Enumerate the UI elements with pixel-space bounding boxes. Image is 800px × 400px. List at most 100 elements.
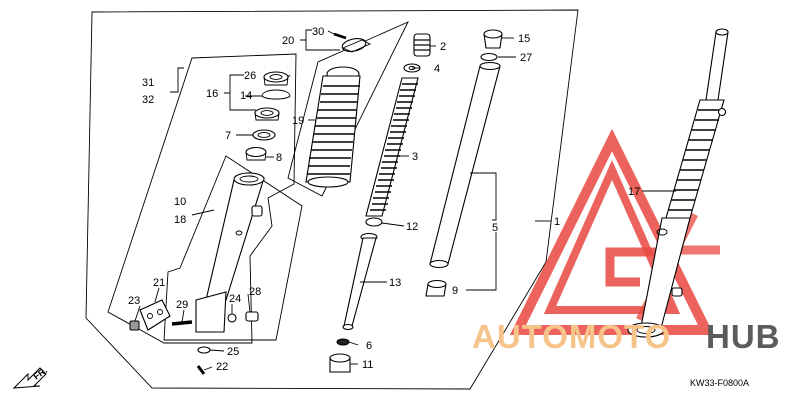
washer-24 <box>227 313 237 323</box>
callout-11: 11 <box>362 359 373 371</box>
slider-10-top <box>233 172 265 186</box>
assembled-fork-cap <box>715 28 729 36</box>
spring-3-body <box>365 77 419 217</box>
callout-14: 14 <box>240 90 252 102</box>
bushing-8-body <box>245 151 267 161</box>
callout-1: 1 <box>554 216 560 228</box>
ring-7 <box>252 129 276 141</box>
callout-2: 2 <box>440 41 446 53</box>
bushing-9-top <box>427 279 447 289</box>
seal-16 <box>254 107 280 119</box>
cap-bolt-15-top <box>483 29 503 39</box>
callout-5: 5 <box>492 222 498 234</box>
bracket-30-20 <box>300 29 340 51</box>
callout-20: 20 <box>282 35 294 47</box>
seal-16-inner <box>260 110 274 116</box>
screw-30 <box>333 32 347 40</box>
callout-12: 12 <box>406 221 418 233</box>
fork-pipe-5 <box>429 65 501 265</box>
direction-indicator: FR. <box>12 365 49 389</box>
dust-seal-26 <box>263 71 289 83</box>
callout-10: 10 <box>174 196 186 208</box>
ring-6 <box>336 338 350 346</box>
callout-26: 26 <box>244 70 256 82</box>
piece-11-top <box>329 353 351 363</box>
callout-9: 9 <box>452 285 458 297</box>
callout-16: 16 <box>206 88 218 100</box>
slider-10-foot <box>195 291 227 333</box>
callout-8: 8 <box>276 152 282 164</box>
bolt-29 <box>171 320 193 326</box>
boot-bottom-rim <box>307 176 349 188</box>
fork-boot <box>305 66 361 188</box>
callout-21: 21 <box>153 277 165 289</box>
ring-7-inner <box>257 132 271 138</box>
caliper-21 <box>139 299 171 331</box>
part-clip-group <box>300 29 372 53</box>
assembled-fork-lug-hole <box>656 228 668 236</box>
fork-pipe-5-bottom <box>429 259 449 269</box>
bracket-16 <box>224 74 256 111</box>
watermark-hub-text: HUB <box>706 318 781 355</box>
assembled-fork-top-tube <box>705 31 729 101</box>
slider-10-hole <box>235 230 243 236</box>
assembled-fork <box>627 28 729 338</box>
ring-12 <box>365 217 383 227</box>
callout-4: 4 <box>434 63 440 75</box>
boot-ribs <box>307 85 360 175</box>
assembled-fork-bolt <box>671 287 683 297</box>
o-ring-27 <box>480 52 498 62</box>
fork-pipe-group <box>425 29 503 297</box>
clip-14 <box>261 89 291 100</box>
outer-frame <box>85 9 579 390</box>
seal-16-body <box>254 112 280 121</box>
watermark-triangle-inner <box>543 160 681 314</box>
slider-10-body <box>205 177 265 301</box>
callout-numbers: 30 20 2 15 27 4 31 32 26 16 14 19 7 8 3 … <box>128 26 640 373</box>
callout-17: 17 <box>628 186 640 198</box>
watermark-g-mark <box>605 247 660 287</box>
callout-22: 22 <box>216 361 228 373</box>
washer-25 <box>197 346 211 354</box>
boot-frame <box>287 21 409 197</box>
callout-19: 19 <box>292 115 304 127</box>
damper-rod-13-end <box>342 323 354 331</box>
damper-rod-group <box>329 217 383 373</box>
seal-kit-group <box>224 71 291 161</box>
group-frames <box>85 9 579 390</box>
callout-27: 27 <box>520 52 532 64</box>
slider-group <box>129 172 265 375</box>
fr-arrow-icon <box>12 367 47 389</box>
assembled-fork-axle <box>627 322 665 338</box>
clip-tab <box>341 39 372 53</box>
callout-13: 13 <box>389 277 401 289</box>
callout-24: 24 <box>229 293 241 305</box>
callout-7: 7 <box>225 130 231 142</box>
watermark-text: AUTOMOTO HUB <box>472 318 781 355</box>
callout-23: 23 <box>128 295 140 307</box>
callout-29: 29 <box>176 299 188 311</box>
callout-31: 31 <box>142 77 154 89</box>
spring-stack <box>365 33 431 217</box>
bolt-28 <box>245 311 259 322</box>
leader-lines <box>134 30 676 371</box>
bushing-8 <box>245 146 267 158</box>
callout-25: 25 <box>227 346 239 358</box>
nut-23 <box>129 320 140 331</box>
callout-3: 3 <box>412 151 418 163</box>
dust-seal-26-body <box>263 76 289 86</box>
diagram-code: KW33-F0800A <box>690 378 749 388</box>
dust-seal-26-inner <box>269 74 283 80</box>
fork-pipe-5-top <box>479 61 501 71</box>
assembled-fork-axle-inner <box>636 326 656 334</box>
spring-3-coils <box>370 83 418 211</box>
callout-32: 32 <box>142 94 154 106</box>
callout-6: 6 <box>366 340 372 352</box>
callout-30: 30 <box>312 26 324 38</box>
assembled-fork-knob <box>717 107 727 117</box>
slider-frame <box>163 155 303 341</box>
assembled-boot-ribs <box>668 109 722 211</box>
bottom-case-frame <box>107 53 297 344</box>
callout-18: 18 <box>174 214 186 226</box>
